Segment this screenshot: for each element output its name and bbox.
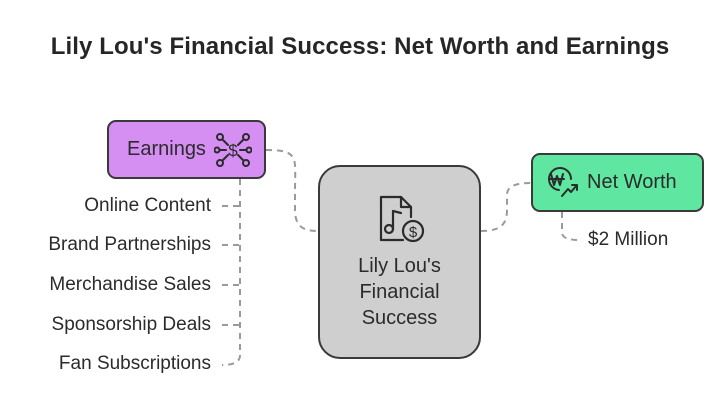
net-worth-item-value: $2 Million [588,229,669,250]
connector-center-networth [480,182,532,232]
connector-earnings-center [265,149,319,232]
page-title: Lily Lou's Financial Success: Net Worth … [50,33,670,60]
earnings-label: Earnings [127,138,206,160]
connector-networth-item-1 [561,212,581,241]
earnings-item-brand-partnerships: Brand Partnerships [48,234,211,255]
center-line-2: Financial [359,281,440,303]
connector-earnings-trunk [221,179,241,366]
network-dollar-icon: $ [213,132,252,167]
center-node[interactable]: $ Lily Lou's Financial Success [318,165,481,359]
earnings-item-sponsorship-deals: Sponsorship Deals [51,314,211,335]
net-worth-label: Net Worth [587,171,677,193]
earnings-node[interactable]: Earnings $ [107,120,266,179]
music-file-dollar-icon: $ [379,195,424,243]
net-worth-node[interactable]: Net Worth [531,153,704,212]
svg-text:$: $ [408,224,417,241]
won-coin-growth-icon [548,166,578,197]
center-label: Lily Lou's Financial Success [358,253,441,331]
center-line-1: Lily Lou's [358,255,441,277]
center-line-3: Success [361,307,438,329]
earnings-item-fan-subscriptions: Fan Subscriptions [58,353,211,374]
earnings-item-merchandise-sales: Merchandise Sales [49,274,211,295]
earnings-item-online-content: Online Content [84,195,211,216]
svg-text:$: $ [228,141,238,160]
